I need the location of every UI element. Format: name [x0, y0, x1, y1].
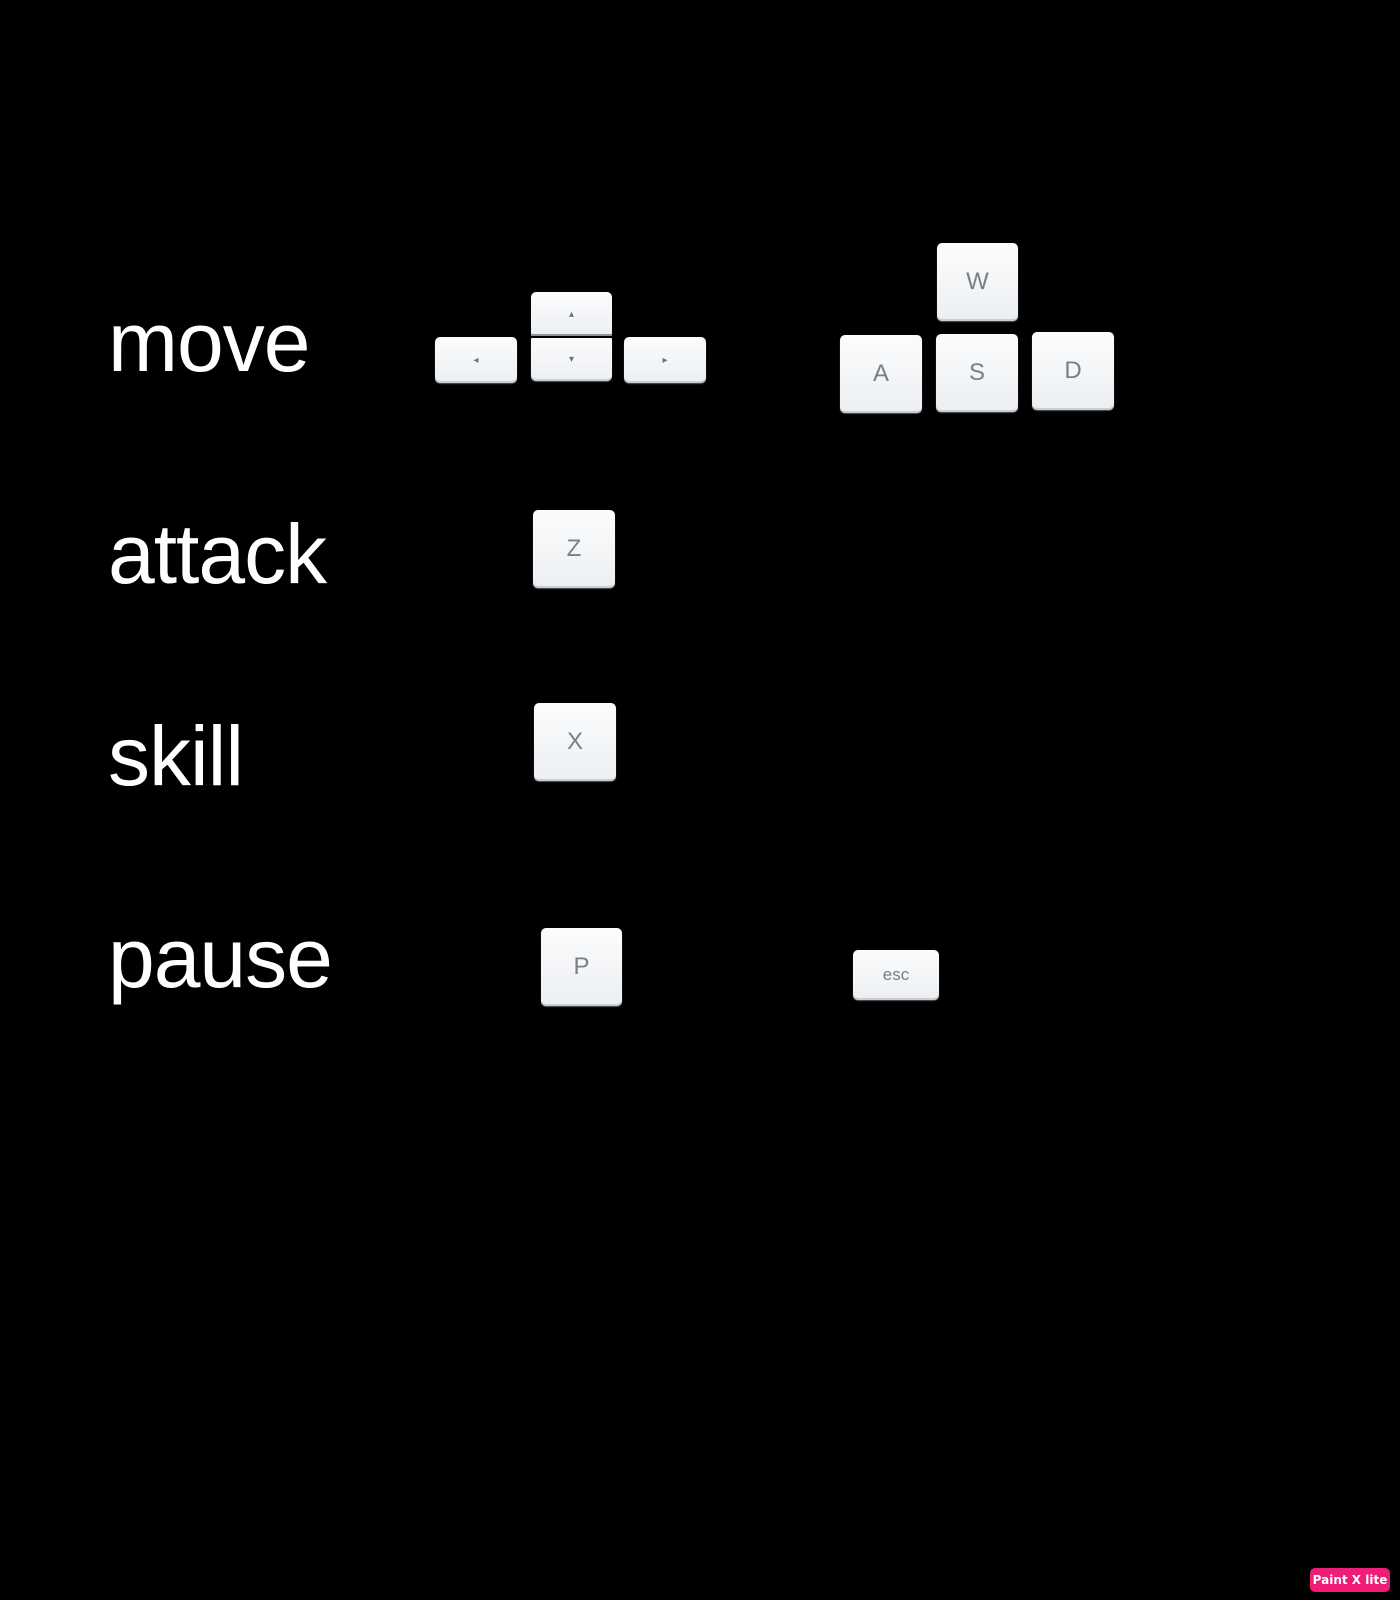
arrow-down-icon: ▾: [568, 354, 575, 365]
esc-key: esc: [853, 950, 939, 1000]
arrow-down-key: ▾: [531, 338, 612, 381]
x-key: X: [534, 703, 616, 781]
arrow-up-icon: ▴: [568, 308, 575, 320]
attack-label: attack: [108, 507, 327, 601]
d-key: D: [1032, 332, 1114, 410]
z-key: Z: [533, 510, 615, 588]
arrow-right-icon: ▸: [662, 354, 668, 366]
paint-x-lite-watermark: Paint X lite: [1310, 1568, 1390, 1592]
w-key: W: [937, 243, 1018, 321]
arrow-left-icon: ◂: [473, 354, 479, 366]
move-label: move: [108, 295, 310, 389]
arrow-right-key: ▸: [624, 337, 706, 383]
arrow-up-key: ▴: [531, 292, 612, 336]
skill-label: skill: [108, 709, 244, 803]
p-key: P: [541, 928, 622, 1006]
a-key: A: [840, 335, 922, 413]
arrow-left-key: ◂: [435, 337, 517, 383]
pause-label: pause: [108, 911, 333, 1005]
s-key: S: [936, 334, 1018, 412]
